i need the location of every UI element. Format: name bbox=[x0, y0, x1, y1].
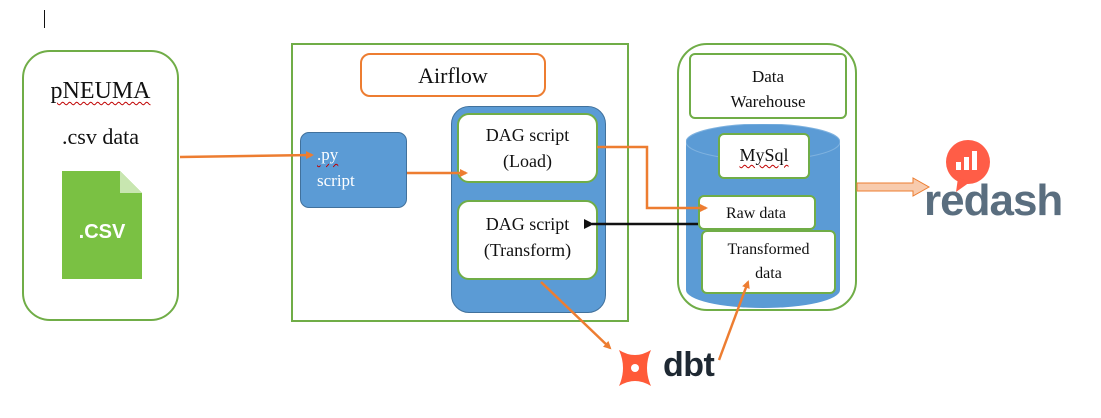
csv-file-label: .CSV bbox=[78, 221, 126, 243]
redash-bubble-icon bbox=[946, 140, 990, 192]
source-box: pNEUMA .csv data .CSV bbox=[22, 50, 179, 321]
dbt-wordmark: dbt bbox=[663, 346, 715, 384]
arrow-csv-to-py bbox=[179, 151, 314, 160]
py-script-line2: script bbox=[317, 171, 355, 190]
redash-wordmark-left: re bbox=[924, 176, 965, 225]
transformed-line1: Transformed bbox=[727, 241, 810, 258]
transformed-line2: data bbox=[755, 265, 782, 282]
dbt-logo: dbt bbox=[613, 344, 733, 392]
py-script-line1: .py bbox=[317, 145, 339, 164]
redash-wordmark: redash bbox=[924, 176, 1064, 226]
dag-load-line2: (Load) bbox=[503, 151, 552, 171]
py-script-box: .py script bbox=[300, 132, 407, 208]
arrow-warehouse-to-redash bbox=[856, 177, 931, 197]
dag-transform-line2: (Transform) bbox=[483, 240, 572, 260]
airflow-title: Airflow bbox=[418, 63, 488, 88]
arrow-dag-transform-to-dbt bbox=[540, 281, 612, 350]
csv-file-icon: .CSV bbox=[62, 171, 142, 279]
redash-logo: redash bbox=[924, 140, 1094, 230]
arrow-dag-load-to-raw bbox=[597, 145, 708, 212]
dbt-mark-icon bbox=[619, 350, 651, 386]
redash-wordmark-right: dash bbox=[963, 176, 1064, 225]
warehouse-title-line1: Data bbox=[751, 67, 785, 86]
arrow-dbt-to-transformed bbox=[717, 280, 750, 361]
dag-transform-box: DAG script (Transform) bbox=[457, 200, 598, 280]
source-title: pNEUMA bbox=[50, 78, 151, 104]
raw-data-box: Raw data bbox=[698, 195, 816, 230]
dag-load-box: DAG script (Load) bbox=[457, 113, 598, 183]
warehouse-title-box: Data Warehouse bbox=[689, 53, 847, 119]
mysql-label: MySql bbox=[739, 145, 789, 165]
text-cursor bbox=[44, 10, 45, 28]
dag-transform-line1: DAG script bbox=[485, 214, 570, 234]
dag-load-line1: DAG script bbox=[485, 125, 570, 145]
mysql-box: MySql bbox=[718, 133, 810, 179]
raw-data-label: Raw data bbox=[726, 205, 786, 222]
transformed-data-box: Transformed data bbox=[701, 230, 836, 294]
airflow-title-box: Airflow bbox=[360, 53, 546, 97]
source-subtitle: .csv data bbox=[62, 124, 139, 149]
warehouse-title-line2: Warehouse bbox=[730, 92, 806, 111]
